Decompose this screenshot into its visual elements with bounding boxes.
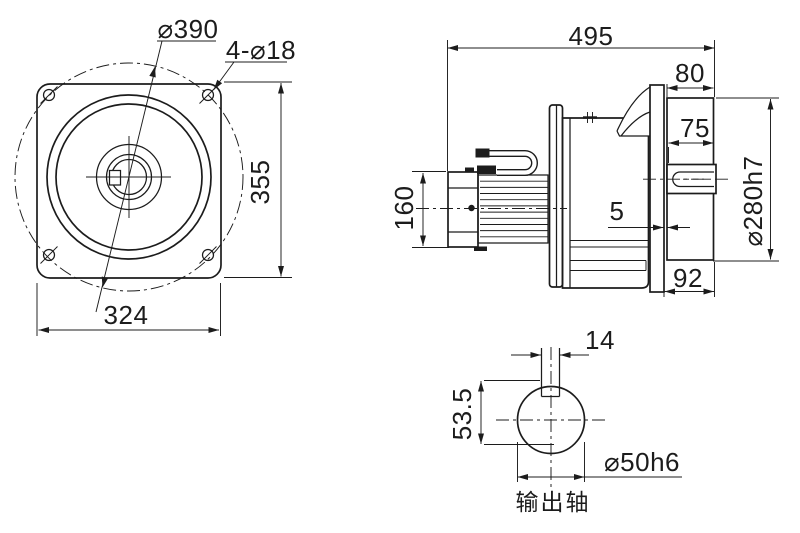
bolt-hole-top-left <box>42 88 56 102</box>
shaft-section-view: 14 53.5 ⌀50h6 输出轴 <box>447 325 682 515</box>
cable-conduit <box>489 151 537 175</box>
bolt-circle-centerline <box>14 62 244 292</box>
bolt-hole-bottom-left <box>42 248 56 262</box>
bolt-hole-slash <box>40 86 58 104</box>
dim-shoulder-length: 80 <box>675 58 705 88</box>
dim-keyway-height: 53.5 <box>447 388 477 441</box>
flange-face-circle-outer <box>46 94 212 260</box>
shaft-section-caption: 输出轴 <box>516 489 591 515</box>
end-cap-bolt-dot <box>468 204 475 212</box>
bolt-hole-top-right <box>201 88 215 102</box>
gusset-foot <box>616 130 650 137</box>
front-view: ⌀390 4-⌀18 355 324 <box>14 14 296 336</box>
motor-fins-body <box>477 174 549 244</box>
dim-flange-height: 355 <box>245 160 275 205</box>
gusset-fill <box>617 87 650 136</box>
dim-pilot-gap: 5 <box>610 196 625 226</box>
dim-shaft-dia: ⌀50h6 <box>604 447 680 477</box>
bolt-hole-slash <box>40 246 58 264</box>
bolt-holes-leader <box>213 61 235 91</box>
gusset-upper-curve <box>616 86 651 132</box>
dim-flange-offset: 92 <box>673 263 703 293</box>
gusset-lower-curve <box>620 111 651 137</box>
dim-flange-width: 324 <box>104 300 149 330</box>
arrowhead <box>149 66 156 78</box>
flange-face-circle-inner <box>55 103 203 251</box>
dim-motor-height: 160 <box>389 186 419 231</box>
motor-fins <box>480 180 548 238</box>
terminal-tab-bottom <box>474 246 487 251</box>
flange-outline <box>36 83 222 279</box>
cable-gland <box>477 165 496 174</box>
cable-connector <box>475 148 490 158</box>
arrowhead <box>101 276 109 288</box>
side-view: 495 80 75 ⌀280h7 160 5 92 <box>389 21 779 297</box>
dim-key-length: 75 <box>680 113 710 143</box>
dim-bolt-holes: 4-⌀18 <box>226 35 296 65</box>
bore-keyway <box>108 169 122 186</box>
terminal-tab-top <box>465 167 474 172</box>
bolt-circle-dim-line <box>95 40 163 313</box>
dim-key-width: 14 <box>585 325 615 355</box>
dim-bolt-circle: ⌀390 <box>157 14 218 44</box>
flange-plate-side <box>649 84 665 293</box>
dim-spigot-dia: ⌀280h7 <box>738 156 768 247</box>
gearbox-housing <box>561 117 650 289</box>
dim-overall-length: 495 <box>569 21 614 51</box>
bolt-hole-slash <box>199 246 217 264</box>
bolt-hole-bottom-right <box>201 248 215 262</box>
